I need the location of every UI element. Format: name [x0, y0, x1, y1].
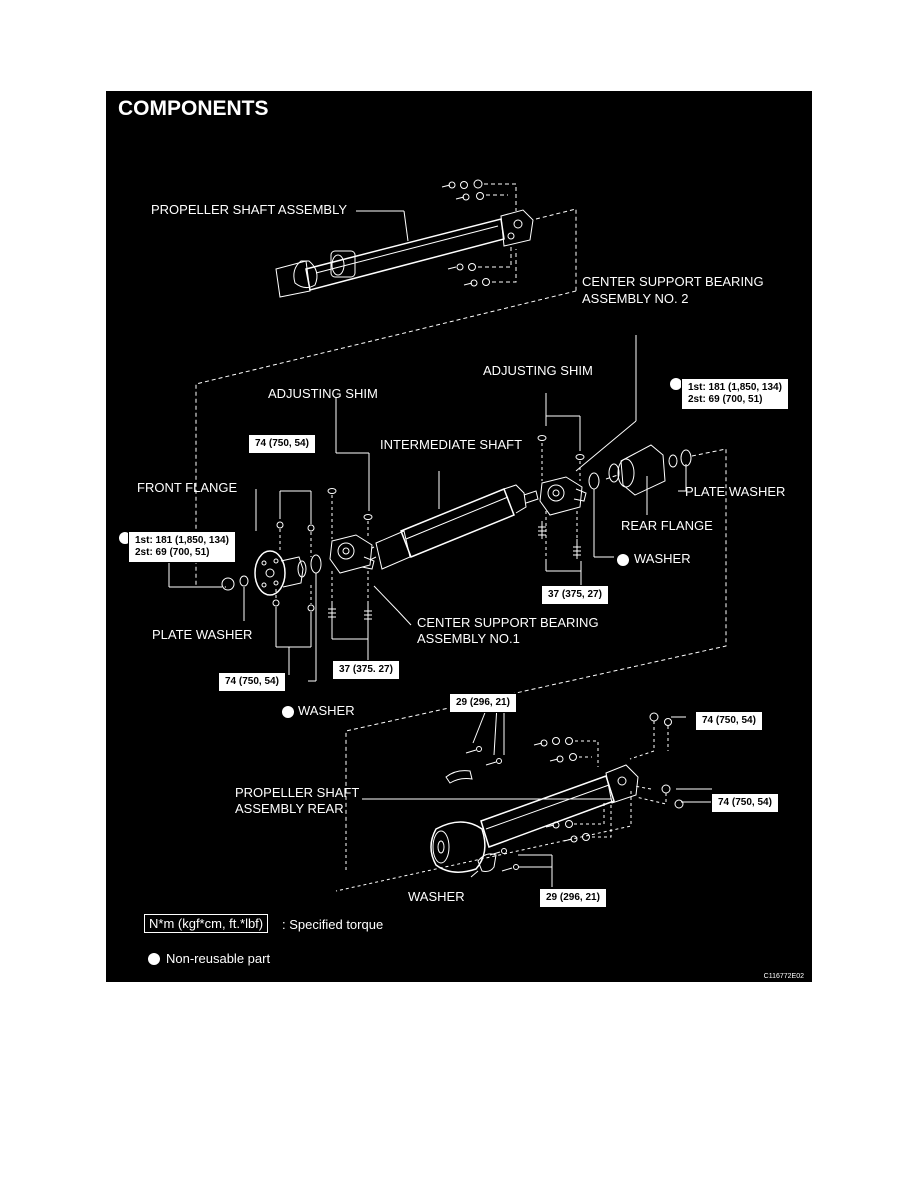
torque-rear-bottom: 29 (296, 21)	[539, 888, 607, 908]
torque-rear-top: 29 (296, 21)	[449, 693, 517, 713]
label-plate-washer-left: PLATE WASHER	[152, 627, 253, 642]
label-intermediate-shaft: INTERMEDIATE SHAFT	[380, 437, 523, 452]
label-washer-left: WASHER	[298, 703, 355, 718]
torque-left-line1: 1st: 181 (1,850, 134)	[135, 535, 229, 546]
label-propeller-shaft-rear-line2: ASSEMBLY REAR	[235, 801, 344, 816]
intermediate-shaft-drawing	[365, 484, 539, 570]
propeller-shaft-assembly-drawing	[275, 209, 534, 298]
components-diagram: COMPONENTS PROPELLER SHAFT ASSEMBLY CENT…	[106, 91, 812, 982]
figure-code: C116772E02	[763, 973, 804, 980]
diagram-title: COMPONENTS	[118, 97, 269, 120]
washer-mid-drawing	[588, 472, 600, 490]
torque-center1: 37 (375. 27)	[332, 660, 400, 680]
nonreusable-marker-washer-mid	[617, 554, 629, 566]
top-bolts	[441, 179, 490, 287]
legend-torque-units: N*m (kgf*cm, ft.*lbf)	[144, 914, 269, 933]
label-plate-washer-right: PLATE WASHER	[685, 484, 786, 499]
washer-left-drawing	[310, 554, 322, 574]
plate-washer-left-drawing	[221, 575, 249, 591]
torque-rear-right-mid: 74 (750, 54)	[711, 793, 779, 813]
torque-left: 1st: 181 (1,850, 134) 2st: 69 (700, 51)	[128, 531, 236, 563]
label-center-bearing-no1-line1: CENTER SUPPORT BEARING	[417, 615, 599, 630]
rear-flange-drawing	[608, 444, 666, 496]
label-rear-flange: REAR FLANGE	[621, 518, 713, 533]
front-flange-bolts	[272, 521, 315, 612]
torque-right-line1: 1st: 181 (1,850, 134)	[688, 382, 782, 393]
label-center-bearing-no1-line2: ASSEMBLY NO.1	[417, 631, 520, 646]
propeller-shaft-rear-drawing	[430, 764, 639, 873]
torque-left-line2: 2st: 69 (700, 51)	[135, 547, 210, 558]
legend-torque-desc: : Specified torque	[282, 917, 384, 932]
torque-rear-right-top: 74 (750, 54)	[695, 711, 763, 731]
front-flange-drawing	[254, 550, 307, 596]
torque-right-line2: 2st: 69 (700, 51)	[688, 394, 763, 405]
legend-nonreusable-desc: Non-reusable part	[166, 951, 271, 966]
nonreusable-marker-right	[670, 378, 682, 390]
plate-washer-right-drawing	[668, 449, 692, 468]
center-bearing-no2-drawing	[539, 476, 587, 516]
label-propeller-shaft-rear-line1: PROPELLER SHAFT	[235, 785, 360, 800]
label-front-flange: FRONT FLANGE	[137, 480, 238, 495]
exploded-view-drawing	[168, 179, 727, 892]
center-bearing-no1-drawing	[329, 534, 375, 574]
label-adjusting-shim-left: ADJUSTING SHIM	[268, 386, 378, 401]
label-adjusting-shim-right: ADJUSTING SHIM	[483, 363, 593, 378]
label-washer-bottom: WASHER	[408, 889, 465, 904]
label-propeller-shaft-assembly: PROPELLER SHAFT ASSEMBLY	[151, 202, 348, 217]
torque-center2: 37 (375, 27)	[541, 585, 609, 605]
torque-front-top: 74 (750, 54)	[248, 434, 316, 454]
label-center-bearing-no2-line2: ASSEMBLY NO. 2	[582, 291, 689, 306]
label-washer-mid: WASHER	[634, 551, 691, 566]
nonreusable-marker-left	[119, 532, 131, 544]
legend-nonreusable-marker	[148, 953, 160, 965]
torque-front-bottom: 74 (750, 54)	[218, 672, 286, 692]
nonreusable-marker-washer-left	[282, 706, 294, 718]
torque-right: 1st: 181 (1,850, 134) 2st: 69 (700, 51)	[681, 378, 789, 410]
label-center-bearing-no2-line1: CENTER SUPPORT BEARING	[582, 274, 764, 289]
